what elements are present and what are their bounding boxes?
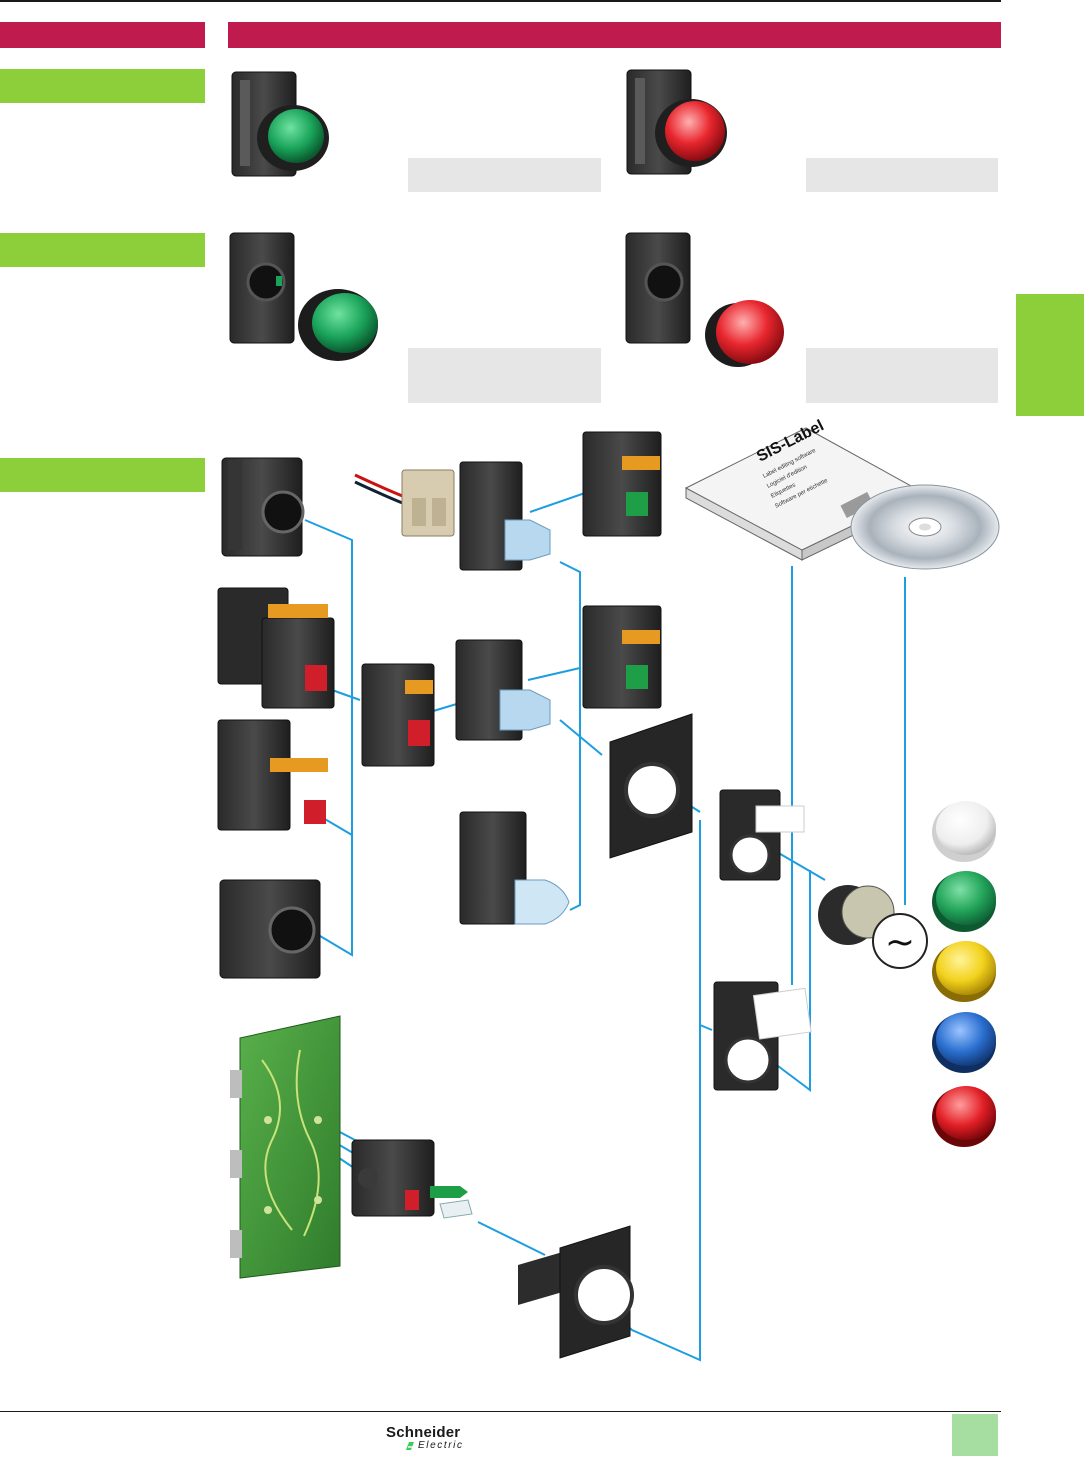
cap-red [932, 1086, 996, 1147]
cap-white [932, 801, 996, 862]
cap-yellow [932, 941, 996, 1002]
pilot-light-red-assembled [626, 69, 727, 175]
operator-head [818, 885, 895, 945]
schneider-logo-mark [406, 1442, 414, 1450]
ac-symbol: ~ [885, 922, 915, 963]
single-contact-block-middle [361, 663, 435, 767]
light-block-middle [455, 639, 551, 741]
single-contact-block-red [217, 719, 328, 831]
brand-sub: Electric [418, 1440, 464, 1451]
pcb-mount-contact-block [351, 1139, 473, 1219]
page-number-tab [952, 1414, 998, 1456]
mounting-collar-bottom [219, 879, 321, 979]
top-rule [0, 0, 1001, 2]
header-band-right [228, 22, 1001, 48]
pushbutton-green-assembled [231, 71, 329, 177]
section-label-1 [0, 69, 205, 103]
chapter-side-tab[interactable] [1016, 294, 1084, 416]
printed-circuit-board [230, 1015, 341, 1279]
reference-box-3 [408, 348, 601, 403]
fixing-collar [609, 713, 693, 859]
section-label-2 [0, 233, 205, 267]
fixing-collar-pcb [518, 1225, 634, 1359]
header-band-left [0, 22, 205, 48]
light-block-top [459, 461, 551, 571]
contact-block-green-top [582, 431, 662, 537]
footer-rule [0, 1411, 1001, 1412]
reference-box-2 [806, 158, 998, 192]
light-block-bulb [459, 811, 570, 925]
double-contact-block-red [217, 587, 335, 709]
brand-name: Schneider [386, 1424, 461, 1441]
contact-block-green-middle [582, 605, 662, 709]
cap-green [932, 871, 996, 932]
mounting-collar-top [221, 457, 305, 557]
legend-holder-large [713, 981, 812, 1091]
cap-blue [932, 1012, 996, 1073]
section-label-3 [0, 458, 205, 492]
ac-symbol-badge: ~ [872, 913, 928, 969]
pilot-light-red-kit [625, 232, 784, 367]
wired-connector [354, 469, 455, 537]
legend-holder-small [719, 789, 805, 881]
pushbutton-green-kit [229, 232, 378, 361]
cd-rom-disc [850, 484, 1000, 570]
reference-box-4 [806, 348, 998, 403]
reference-box-1 [408, 158, 601, 192]
